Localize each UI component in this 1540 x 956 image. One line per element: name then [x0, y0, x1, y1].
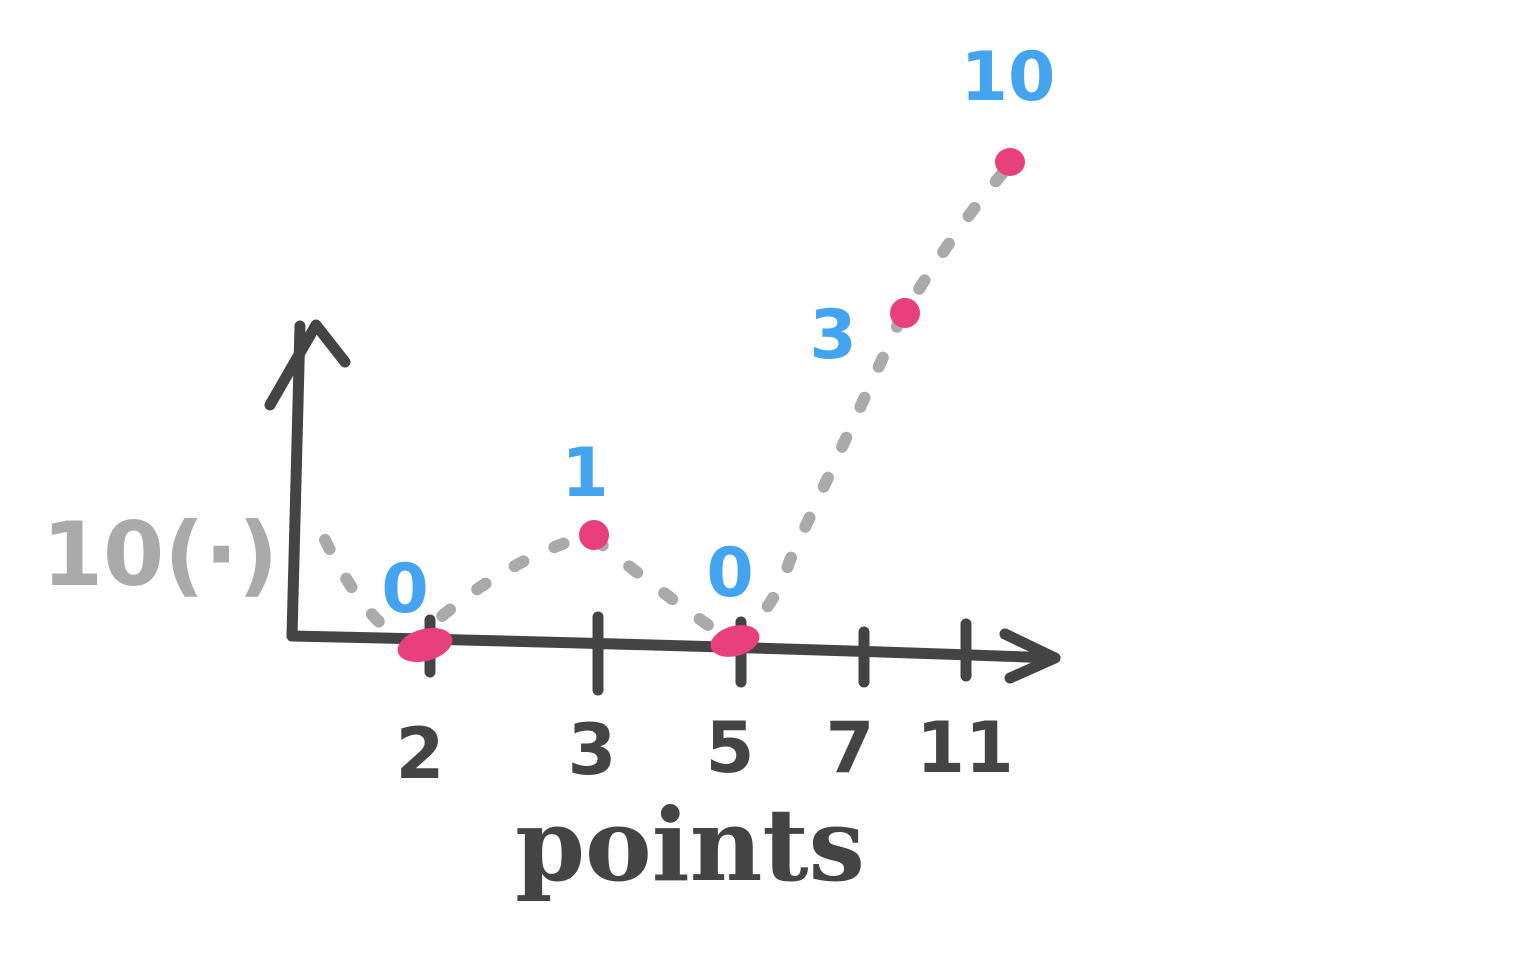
data-label: 0 [381, 550, 428, 629]
y-axis-line [286, 320, 306, 642]
x-axis-arrowhead [999, 628, 1061, 684]
x-tick-label: 5 [706, 707, 755, 789]
x-tick-label: 11 [916, 707, 1013, 789]
x-tick-label: 7 [826, 707, 875, 789]
data-point [710, 625, 760, 657]
data-label: 3 [809, 296, 856, 375]
data-labels: 0 1 0 3 10 [381, 38, 1055, 629]
data-point [890, 298, 920, 328]
data-point [579, 520, 609, 550]
y-axis-arrowhead [264, 319, 351, 411]
y-axis-title: 10(·) [42, 503, 278, 606]
x-tick-label: 2 [396, 713, 445, 795]
data-point [397, 627, 453, 663]
data-label: 0 [706, 534, 753, 613]
x-axis-title: points [515, 786, 865, 904]
x-tick-label: 3 [568, 709, 617, 791]
data-point [995, 148, 1025, 176]
data-label: 1 [561, 434, 608, 513]
data-points [397, 148, 1025, 663]
data-label: 10 [961, 38, 1056, 117]
